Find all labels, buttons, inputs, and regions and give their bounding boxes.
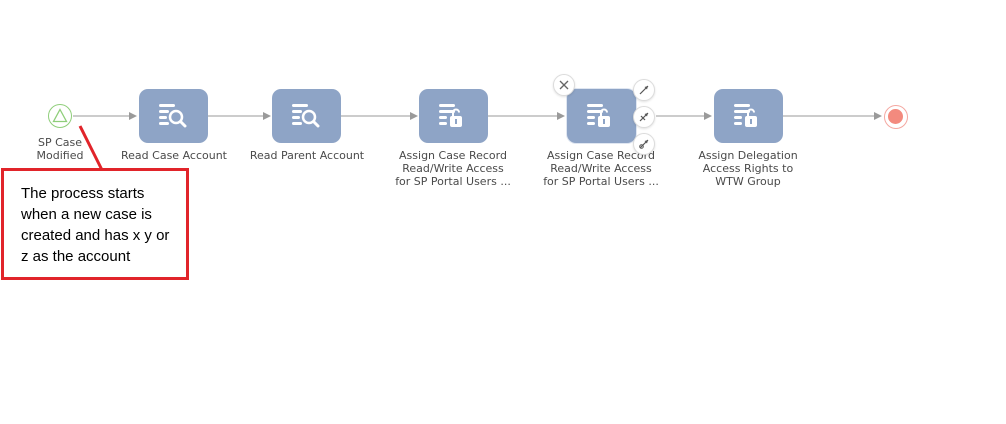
- add-default-flow-button[interactable]: [633, 133, 655, 155]
- task-read-case-account[interactable]: [139, 89, 208, 143]
- read-data-icon: [292, 104, 320, 128]
- access-rights-icon: [439, 104, 462, 127]
- annotation-line: z as the account: [21, 248, 131, 265]
- triangle-signal-icon: [52, 108, 68, 123]
- task-label: Assign Case Record Read/Write Access for…: [543, 149, 659, 188]
- annotation-callout: The process starts when a new case is cr…: [1, 168, 189, 280]
- task-label: Assign Delegation Access Rights to WTW G…: [698, 149, 798, 188]
- access-rights-icon: [734, 104, 757, 127]
- annotation-line: when a new case is: [21, 206, 152, 223]
- read-data-icon: [159, 104, 187, 128]
- task-assign-delegation-access-rights[interactable]: [714, 89, 783, 143]
- task-assign-case-record-access-1[interactable]: [419, 89, 488, 143]
- connector-arrow-icon: [639, 85, 649, 95]
- task-label: Assign Case Record Read/Write Access for…: [395, 149, 511, 188]
- start-event-signal[interactable]: [48, 104, 72, 128]
- annotation-line: The process starts: [21, 185, 145, 202]
- annotation-pointer: [78, 125, 104, 171]
- task-assign-case-record-access-2[interactable]: [567, 89, 636, 143]
- annotation-line: created and has x y or: [21, 227, 170, 244]
- access-rights-icon: [587, 104, 610, 127]
- task-label: Read Case Account: [121, 149, 227, 162]
- task-label: Read Parent Account: [249, 149, 365, 162]
- add-conditional-flow-button[interactable]: [633, 106, 655, 128]
- close-icon: [559, 80, 569, 90]
- end-event-dot: [888, 109, 903, 124]
- default-flow-icon: [639, 139, 649, 149]
- conditional-flow-icon: [639, 112, 649, 122]
- delete-element-button[interactable]: [553, 74, 575, 96]
- add-flow-button[interactable]: [633, 79, 655, 101]
- end-event[interactable]: [884, 105, 908, 129]
- task-read-parent-account[interactable]: [272, 89, 341, 143]
- start-event-label: SP Case Modified: [36, 136, 84, 162]
